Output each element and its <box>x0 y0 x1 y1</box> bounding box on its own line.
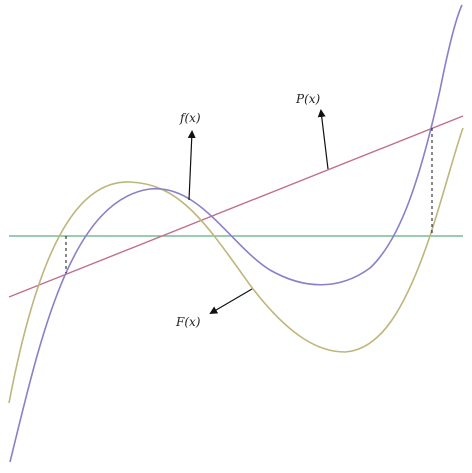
curve-f <box>9 4 463 463</box>
arrow-P <box>317 109 329 170</box>
arrow-f <box>187 130 196 201</box>
label-P: P(x) <box>295 92 321 106</box>
curve-F <box>8 127 464 404</box>
label-f: f(x) <box>179 111 201 125</box>
label-F: F(x) <box>175 315 201 329</box>
arrow-F <box>209 288 253 315</box>
secant-line-P <box>8 115 464 298</box>
